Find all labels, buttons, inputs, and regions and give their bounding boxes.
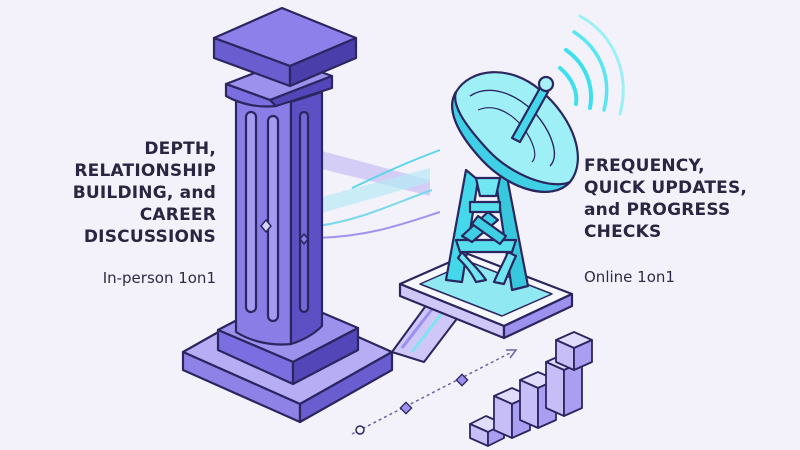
heading-line: DEPTH, [144,139,216,159]
in-person-caption: DEPTH, RELATIONSHIP BUILDING, and CAREER… [6,138,216,288]
connector-path-icon [317,149,463,363]
heading-line: and PROGRESS [584,200,731,220]
step-bars-icon [469,331,593,447]
online-subtitle: Online 1on1 [584,268,675,286]
heading-line: DISCUSSIONS [83,227,216,247]
in-person-subtitle: In-person 1on1 [102,269,216,287]
heading-line: CAREER [139,205,216,225]
online-caption: FREQUENCY, QUICK UPDATES, and PROGRESS C… [584,155,794,287]
in-person-heading: DEPTH, RELATIONSHIP BUILDING, and CAREER… [6,138,216,248]
online-heading: FREQUENCY, QUICK UPDATES, and PROGRESS C… [584,155,794,243]
heading-line: FREQUENCY, [584,156,705,176]
signal-waves-icon [558,14,625,116]
satellite-dish-icon [398,71,579,340]
heading-line: RELATIONSHIP [74,161,216,181]
heading-line: QUICK UPDATES, [584,178,748,198]
heading-line: BUILDING, and [72,183,216,203]
heading-line: CHECKS [584,222,662,242]
progress-arrow-icon [351,349,518,435]
pillar-icon [181,6,394,424]
